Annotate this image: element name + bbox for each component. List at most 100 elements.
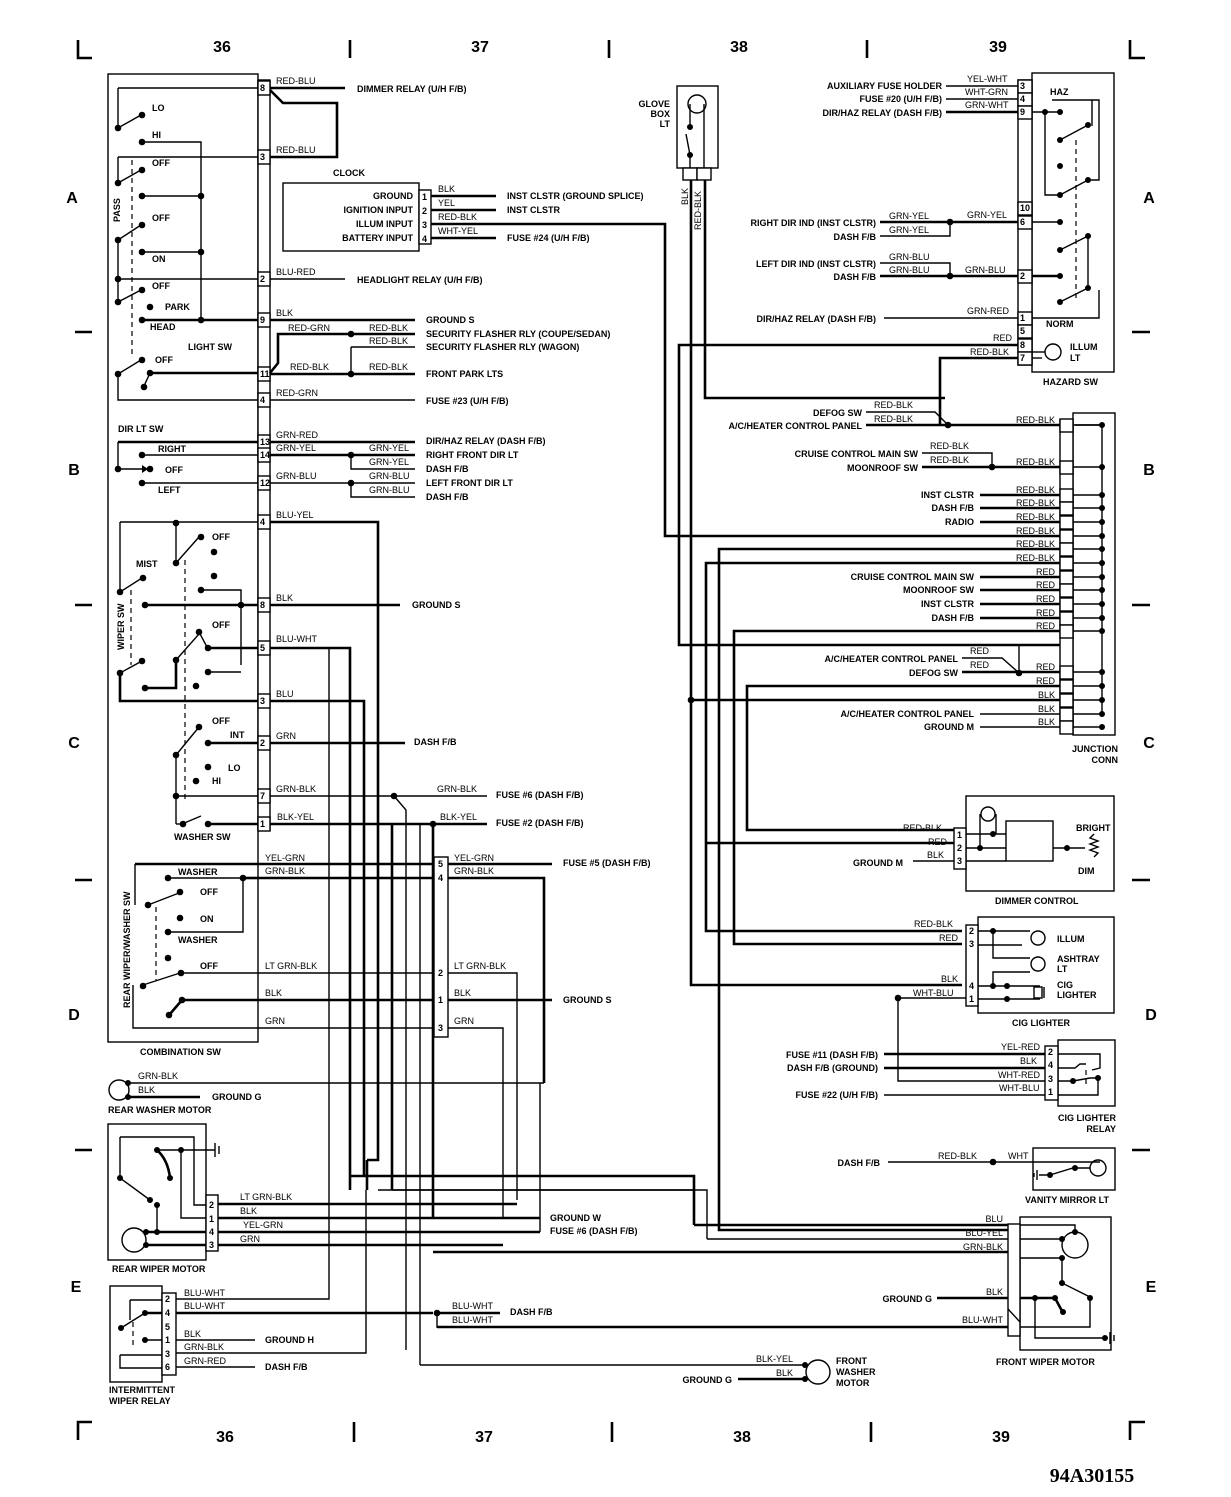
pin: 4 <box>969 981 974 991</box>
pin: 4 <box>438 873 443 883</box>
dest-ground-s: GROUND S <box>426 315 475 325</box>
pin: 2 <box>209 1200 214 1210</box>
rear-washer-motor-label: REAR WASHER MOTOR <box>108 1105 212 1115</box>
dest-ground-s-2: GROUND S <box>412 600 461 610</box>
wire-label: RED-BLK <box>938 1151 977 1161</box>
grid-row-c-right: C <box>1143 735 1155 752</box>
intermittent-wiper-relay: 2 4 5 1 3 6 BLU-WHT BLU-WHT BLK GRN-BLK … <box>109 648 1010 1406</box>
junction-pin-cell <box>1059 542 1074 557</box>
wire-label: WHT-BLU <box>999 1083 1040 1093</box>
pin: 2 <box>1048 1047 1053 1057</box>
wire-label: RED <box>939 933 959 943</box>
wire-label: BLK <box>1038 690 1055 700</box>
pin: 4 <box>260 517 265 527</box>
grid-labels: 36 37 38 39 36 37 38 39 A B C D E A B C … <box>66 39 1157 1446</box>
wire-label: RED-BLK <box>1016 485 1055 495</box>
pin: 1 <box>422 192 427 202</box>
pos-off-4: OFF <box>155 355 173 365</box>
dest-ac-heater-2: A/C/HEATER CONTROL PANEL <box>824 654 958 664</box>
wire-label: BLK <box>941 974 958 984</box>
wire-label: BLK <box>138 1085 155 1095</box>
dest-cruise: CRUISE CONTROL MAIN SW <box>795 449 919 459</box>
dest-dash-fb-3: DASH F/B <box>414 737 457 747</box>
pos-off-1: OFF <box>152 158 170 168</box>
pin: 5 <box>165 1322 170 1332</box>
junction-pin-cell <box>1059 515 1074 530</box>
junction-pin-cell <box>1059 488 1074 503</box>
wire-label: RED <box>993 333 1013 343</box>
light-sw-label: LIGHT SW <box>188 342 232 352</box>
wire-label: YEL-RED <box>1001 1042 1041 1052</box>
grid-row-b-right: B <box>1143 462 1155 479</box>
wire-label: RED-BLK <box>874 414 913 424</box>
wire-label: RED-BLK <box>914 919 953 929</box>
junction-pin-cell <box>1059 597 1074 612</box>
junction-pin-cell <box>1059 529 1074 544</box>
junction-pin-cell <box>1059 556 1074 571</box>
pin: 1 <box>165 1335 170 1345</box>
connector-pin-cell <box>1017 324 1033 339</box>
pin: 1 <box>209 1214 214 1224</box>
pin: 3 <box>165 1349 170 1359</box>
grid-col-37-top: 37 <box>471 39 489 56</box>
wire-label: GRN-YEL <box>889 211 929 221</box>
clock-label: CLOCK <box>333 168 365 178</box>
dest-inst-clstr-ground: INST CLSTR (GROUND SPLICE) <box>507 191 644 201</box>
pin: 12 <box>260 478 270 488</box>
junction-dest: DASH F/B <box>932 613 975 623</box>
dest-dir-haz-1: DIR/HAZ RELAY (DASH F/B) <box>822 108 942 118</box>
wire-label: YEL <box>438 198 455 208</box>
junction-dest: MOONROOF SW <box>903 585 974 595</box>
wire-label: BLK-YEL <box>756 1354 793 1364</box>
wire-label: BLU-WHT <box>962 1315 1003 1325</box>
pin: 8 <box>260 83 265 93</box>
wire-label: BLU-RED <box>276 267 316 277</box>
combo-sw-wiring: RED-BLU DIMMER RELAY (U/H F/B) RED-BLU B… <box>268 76 610 1365</box>
pass-label: PASS <box>112 198 122 222</box>
wire-label: BLK <box>776 1368 793 1378</box>
dest-moonroof: MOONROOF SW <box>847 463 918 473</box>
pin: 1 <box>1020 313 1025 323</box>
dest-dash-fb-h2: DASH F/B <box>834 272 877 282</box>
wire-label: GRN-BLU <box>276 471 317 481</box>
pin: 4 <box>209 1227 214 1237</box>
hazard-sw-label: HAZARD SW <box>1043 377 1098 387</box>
pin: 4 <box>1048 1060 1053 1070</box>
wire-label: GRN-RED <box>967 306 1009 316</box>
wire-label: WHT-GRN <box>965 87 1008 97</box>
wire-label: BLK <box>184 1329 201 1339</box>
wire-label: GRN-BLU <box>369 485 410 495</box>
junction-dest: DASH F/B <box>932 503 975 513</box>
pin: 2 <box>438 968 443 978</box>
pos-off-dir: OFF <box>165 465 183 475</box>
grid-row-a-left: A <box>66 190 78 207</box>
clock-pin-name: IGNITION INPUT <box>344 205 414 215</box>
grid-row-e-right: E <box>1146 1279 1157 1296</box>
rear-wiper-motor: 2 1 4 3 LT GRN-BLK BLK YEL-GRN GRN GROUN… <box>107 1123 638 1274</box>
vanity-mirror-lt: RED-BLK WHT DASH F/B VANITY MIRROR LT <box>838 1147 1116 1205</box>
wire-label: GRN-YEL <box>369 443 409 453</box>
dest-dash-fb-5: DASH F/B <box>510 1307 553 1317</box>
pin: 4 <box>260 395 265 405</box>
pin: 4 <box>1020 94 1025 104</box>
wire-label: RED-BLK <box>874 400 913 410</box>
pos-head: HEAD <box>150 322 176 332</box>
wire-label: BLK <box>986 1287 1003 1297</box>
dest-right-front-dir: RIGHT FRONT DIR LT <box>426 450 519 460</box>
front-wiper-motor-label: FRONT WIPER MOTOR <box>996 1357 1095 1367</box>
pin: 9 <box>1020 107 1025 117</box>
wire-label: RED <box>1036 567 1056 577</box>
dest-dimmer-relay: DIMMER RELAY (U/H F/B) <box>357 84 467 94</box>
dest-fuse-20: FUSE #20 (U/H F/B) <box>859 94 942 104</box>
pin: 3 <box>1048 1074 1053 1084</box>
grid-row-c-left: C <box>68 735 80 752</box>
wire-label: BLU-YEL <box>965 1228 1003 1238</box>
pos-right: RIGHT <box>158 444 187 454</box>
pos-off-3: OFF <box>152 281 170 291</box>
wire-label: BLK <box>276 308 293 318</box>
dest-dir-haz-relay: DIR/HAZ RELAY (DASH F/B) <box>426 436 546 446</box>
cig-lighter-label: CIG LIGHTER <box>1012 1018 1070 1028</box>
wire-label: RED-BLK <box>930 455 969 465</box>
wire-label: GRN-BLU <box>889 265 930 275</box>
wire-label: RED <box>1036 594 1056 604</box>
